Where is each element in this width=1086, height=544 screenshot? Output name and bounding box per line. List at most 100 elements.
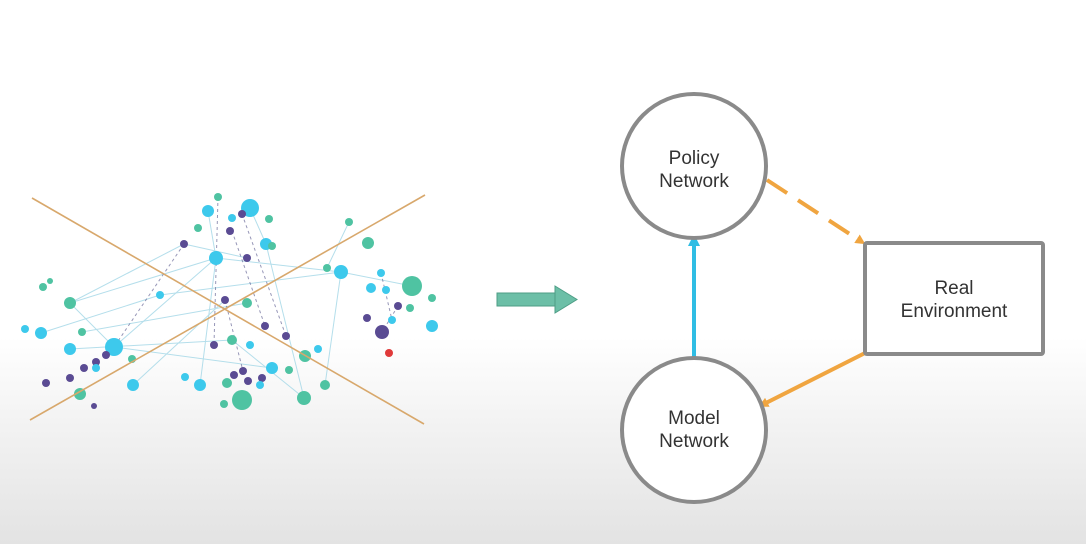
graph-node — [377, 269, 385, 277]
graph-node — [258, 374, 266, 382]
policy-network-node: Policy Network — [620, 92, 768, 240]
cross-line-2 — [29, 194, 426, 421]
graph-node — [345, 218, 353, 226]
graph-node — [92, 364, 100, 372]
graph-node — [47, 278, 53, 284]
graph-node — [228, 214, 236, 222]
real-environment-label-line1: Real — [934, 278, 973, 299]
graph-node — [74, 388, 86, 400]
graph-edge-dashed — [213, 196, 219, 346]
graph-node — [222, 378, 232, 388]
graph-node — [268, 242, 276, 250]
transition-arrow-icon — [496, 285, 578, 314]
graph-node — [127, 379, 139, 391]
graph-node — [385, 349, 393, 357]
graph-edge — [265, 243, 305, 399]
graph-node — [105, 338, 123, 356]
graph-node — [297, 391, 311, 405]
model-network-label-line2: Network — [659, 431, 729, 452]
graph-node — [180, 240, 188, 248]
graph-node — [226, 227, 234, 235]
graph-node — [238, 210, 246, 218]
graph-node — [214, 193, 222, 201]
policy-to-environment-dashed-arrow — [765, 178, 866, 245]
graph-edge — [69, 243, 185, 304]
graph-node — [285, 366, 293, 374]
graph-edge — [69, 339, 233, 350]
graph-node — [221, 296, 229, 304]
graph-edge-dashed — [231, 230, 266, 327]
graph-edge — [69, 257, 217, 304]
graph-node — [210, 341, 218, 349]
graph-node — [366, 283, 376, 293]
graph-node — [42, 379, 50, 387]
real-environment-node: Real Environment — [863, 241, 1045, 356]
graph-edge — [113, 346, 273, 369]
graph-node — [220, 400, 228, 408]
graph-node — [80, 364, 88, 372]
graph-node — [102, 351, 110, 359]
graph-node — [320, 380, 330, 390]
graph-node — [314, 345, 322, 353]
graph-node — [426, 320, 438, 332]
graph-node — [265, 215, 273, 223]
graph-edge — [215, 257, 342, 273]
graph-edge-dashed — [241, 213, 287, 337]
graph-node — [266, 362, 278, 374]
graph-node — [35, 327, 47, 339]
graph-node — [64, 343, 76, 355]
graph-node — [239, 367, 247, 375]
graph-edge — [81, 302, 248, 333]
graph-edge — [340, 271, 413, 287]
graph-node — [21, 325, 29, 333]
graph-node — [181, 373, 189, 381]
graph-node — [282, 332, 290, 340]
graph-node — [382, 286, 390, 294]
graph-node — [156, 291, 164, 299]
graph-node — [64, 297, 76, 309]
graph-node — [375, 325, 389, 339]
graph-edge-dashed — [113, 243, 185, 348]
graph-edge — [207, 210, 217, 259]
policy-network-label-line2: Network — [659, 171, 729, 192]
graph-node — [209, 251, 223, 265]
policy-network-label-line1: Policy — [669, 148, 720, 169]
environment-to-model-arrow — [758, 350, 868, 407]
graph-node — [394, 302, 402, 310]
graph-node — [242, 298, 252, 308]
graph-edge-dashed — [380, 272, 393, 321]
graph-node — [256, 381, 264, 389]
graph-node — [388, 316, 396, 324]
graph-node — [246, 341, 254, 349]
graph-node — [244, 377, 252, 385]
graph-node — [323, 264, 331, 272]
graph-node — [230, 371, 238, 379]
graph-node — [39, 283, 47, 291]
graph-edge — [324, 271, 342, 386]
graph-node — [261, 322, 269, 330]
graph-node — [227, 335, 237, 345]
graph-node — [194, 224, 202, 232]
model-network-node: Model Network — [620, 356, 768, 504]
graph-node — [91, 403, 97, 409]
graph-node — [92, 358, 100, 366]
graph-edge — [69, 302, 115, 348]
graph-node — [232, 390, 252, 410]
graph-edge — [40, 294, 161, 334]
graph-edge — [132, 299, 226, 386]
graph-node — [194, 379, 206, 391]
graph-node — [243, 254, 251, 262]
graph-node — [78, 328, 86, 336]
crossed-out-network-graph-icon — [21, 193, 438, 425]
graph-node — [66, 374, 74, 382]
graph-node — [428, 294, 436, 302]
cross-line-1 — [31, 197, 425, 425]
model-network-label-line1: Model — [668, 408, 720, 429]
graph-node — [363, 314, 371, 322]
real-environment-label-line2: Environment — [901, 301, 1008, 322]
graph-edge — [199, 257, 217, 386]
graph-node — [402, 276, 422, 296]
graph-node — [406, 304, 414, 312]
graph-node — [334, 265, 348, 279]
